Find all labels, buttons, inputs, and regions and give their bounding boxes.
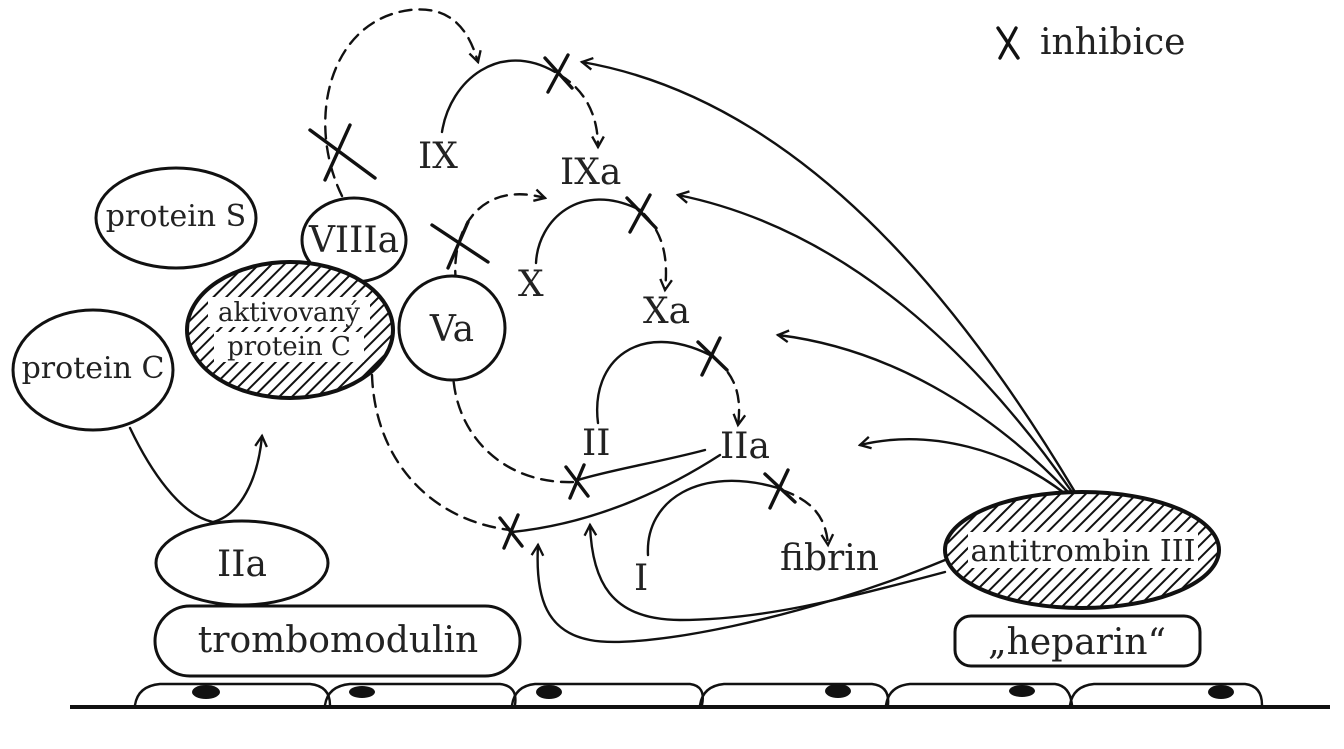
legend-text: inhibice: [1040, 22, 1185, 63]
protein-s-label: protein S: [106, 199, 246, 234]
viiia-oval: VIIIa: [300, 196, 408, 284]
antitrombin-label: antitrombin III: [971, 534, 1196, 569]
x-to-xa-arc: [534, 198, 642, 265]
factor-ix: IX: [418, 136, 458, 177]
antitrombin-oval: antitrombin III: [943, 490, 1221, 610]
protein-c-label: protein C: [22, 351, 165, 386]
at-to-ix-inhibition: [582, 62, 1077, 494]
at-to-xa-inhibition: [778, 335, 1072, 496]
viiia-to-ix-dashed: [324, 8, 478, 198]
endothelial-cell: [884, 682, 1074, 707]
iia-oval: IIa: [154, 519, 330, 607]
inhibition-x-icon: [498, 513, 524, 550]
factor-ii: II: [582, 423, 610, 464]
inhibition-x-icon: [430, 220, 490, 270]
inhibition-x-icon: [308, 123, 377, 182]
cell-nucleus: [536, 685, 562, 699]
heparin-box: „heparin“: [953, 614, 1202, 668]
va-oval: Va: [397, 274, 507, 382]
inhibition-x-icon: [543, 53, 574, 94]
inhibition-marks: [308, 53, 797, 550]
cell-nucleus: [1009, 685, 1035, 697]
iia-bound-label: IIa: [217, 544, 267, 585]
at-to-ii-arrow: [590, 525, 947, 622]
ix-to-ixa-arc: [440, 59, 557, 134]
cell-nucleus: [192, 685, 220, 699]
factor-fibrin: fibrin: [780, 538, 879, 579]
apc-degradation-dashed: [370, 373, 512, 532]
inhibition-x-icon: [564, 463, 590, 500]
at-to-iia-inhibition: [860, 439, 1070, 498]
factor-iia: IIa: [720, 426, 770, 467]
legend-inhibition-x-icon: [996, 26, 1020, 60]
at-to-apc-arrow: [538, 545, 947, 644]
at-to-ixa-inhibition: [678, 195, 1074, 494]
endothelial-cell: [133, 682, 332, 707]
cell-nucleus: [349, 686, 375, 698]
factor-x: X: [518, 264, 544, 305]
endothelial-cell: [698, 682, 890, 707]
protein-c-activation: [128, 426, 262, 524]
factor-i: I: [634, 558, 648, 599]
activated-protein-c-label-line2: protein C: [227, 332, 351, 362]
iia-to-inhibition-2: [510, 453, 722, 534]
endothelium: [70, 682, 1330, 709]
cell-nucleus: [825, 684, 851, 698]
i-to-fibrin-arc: [646, 479, 780, 557]
heparin-label: „heparin“: [988, 622, 1166, 663]
va-label: Va: [429, 309, 474, 350]
factor-ixa: IXa: [560, 152, 621, 193]
viiia-label: VIIIa: [308, 220, 399, 261]
trombomodulin-box: trombomodulin: [153, 604, 522, 678]
endothelial-cell: [1068, 682, 1264, 707]
factor-labels: IX IXa X Xa II IIa I fibrin: [418, 136, 879, 599]
va-degradation-dashed: [451, 360, 577, 484]
inhibition-x-icon: [625, 193, 658, 234]
protein-c-oval: protein C: [11, 308, 175, 432]
activated-protein-c-oval: aktivovaný protein C: [185, 260, 395, 400]
protein-s-oval: protein S: [94, 166, 258, 270]
cell-nucleus: [1208, 685, 1234, 699]
inhibition-x-icon: [763, 468, 797, 510]
factor-xa: Xa: [643, 291, 690, 332]
iia-to-inhibition-1: [576, 448, 707, 482]
legend: inhibice: [996, 22, 1185, 63]
ii-to-iia-arc: [595, 340, 712, 425]
inhibition-x-icon: [696, 336, 729, 377]
connector-lines: [128, 8, 1077, 644]
fibrin-dashed-arrow: [780, 488, 828, 545]
activated-protein-c-label-line1: aktivovaný: [218, 298, 360, 328]
trombomodulin-label: trombomodulin: [198, 620, 478, 661]
va-to-x-dashed: [454, 194, 545, 285]
ixa-dashed-arrow: [558, 73, 598, 147]
